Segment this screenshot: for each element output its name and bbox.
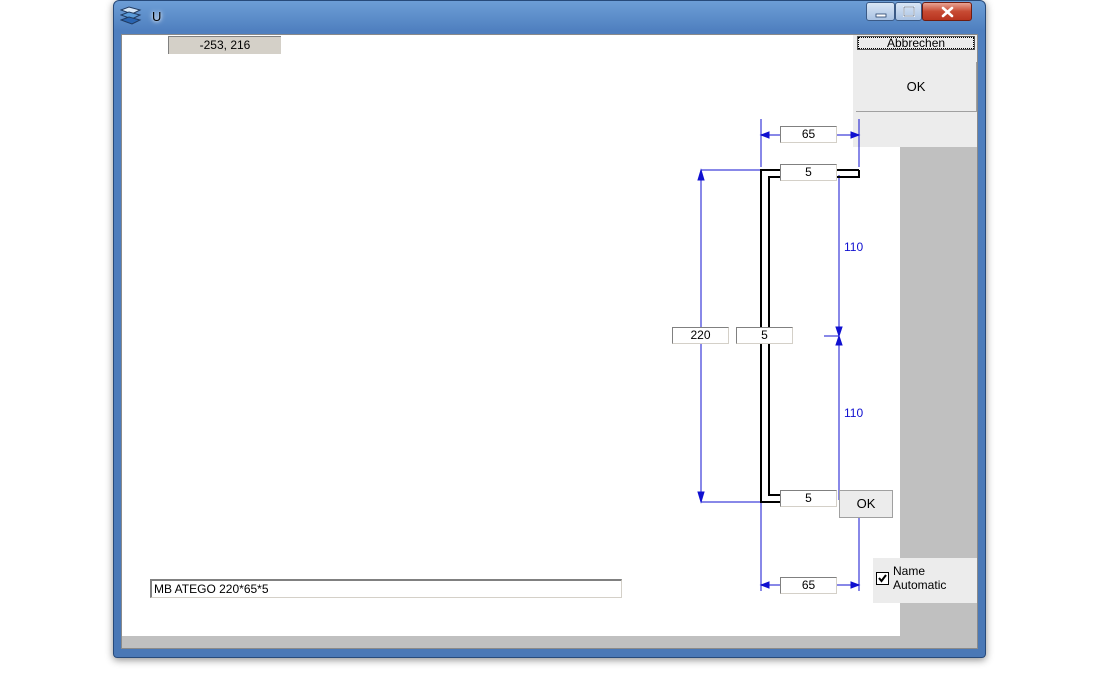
title-bar[interactable]: U bbox=[114, 1, 985, 31]
bottom-flange-thickness-field[interactable]: 5 bbox=[780, 490, 837, 507]
auto-name-option[interactable]: Name Automatic bbox=[873, 558, 977, 603]
profile-name-input[interactable]: MB ATEGO 220*65*5 bbox=[150, 579, 622, 598]
auto-name-label-line1: Name bbox=[893, 564, 926, 578]
dialog-window: U -253, 216 Abbrechen OK bbox=[113, 0, 986, 658]
height-field[interactable]: 220 bbox=[672, 327, 729, 344]
cursor-coordinates: -253, 216 bbox=[168, 36, 281, 54]
auto-name-label-line2: Automatic bbox=[893, 578, 947, 592]
maximize-button[interactable] bbox=[895, 2, 922, 21]
apply-dimensions-button[interactable]: OK bbox=[839, 490, 893, 518]
bottom-width-field[interactable]: 65 bbox=[780, 577, 837, 594]
dialog-client-area: -253, 216 Abbrechen OK bbox=[121, 34, 978, 649]
top-flange-thickness-field[interactable]: 5 bbox=[780, 164, 837, 181]
web-thickness-field[interactable]: 5 bbox=[736, 327, 793, 344]
lower-half-label: 110 bbox=[844, 406, 864, 420]
minimize-button[interactable] bbox=[866, 2, 895, 21]
window-title: U bbox=[152, 9, 162, 24]
cancel-button[interactable]: Abbrechen bbox=[857, 36, 975, 50]
auto-name-label: Name Automatic bbox=[893, 564, 946, 592]
ok-button[interactable]: OK bbox=[856, 62, 977, 112]
top-width-field[interactable]: 65 bbox=[780, 126, 837, 143]
auto-name-checkbox[interactable] bbox=[876, 572, 889, 585]
cancel-button-label: Abbrechen bbox=[858, 37, 975, 49]
close-button[interactable] bbox=[922, 2, 972, 21]
upper-half-label: 110 bbox=[844, 240, 864, 254]
app-icon bbox=[119, 6, 142, 26]
